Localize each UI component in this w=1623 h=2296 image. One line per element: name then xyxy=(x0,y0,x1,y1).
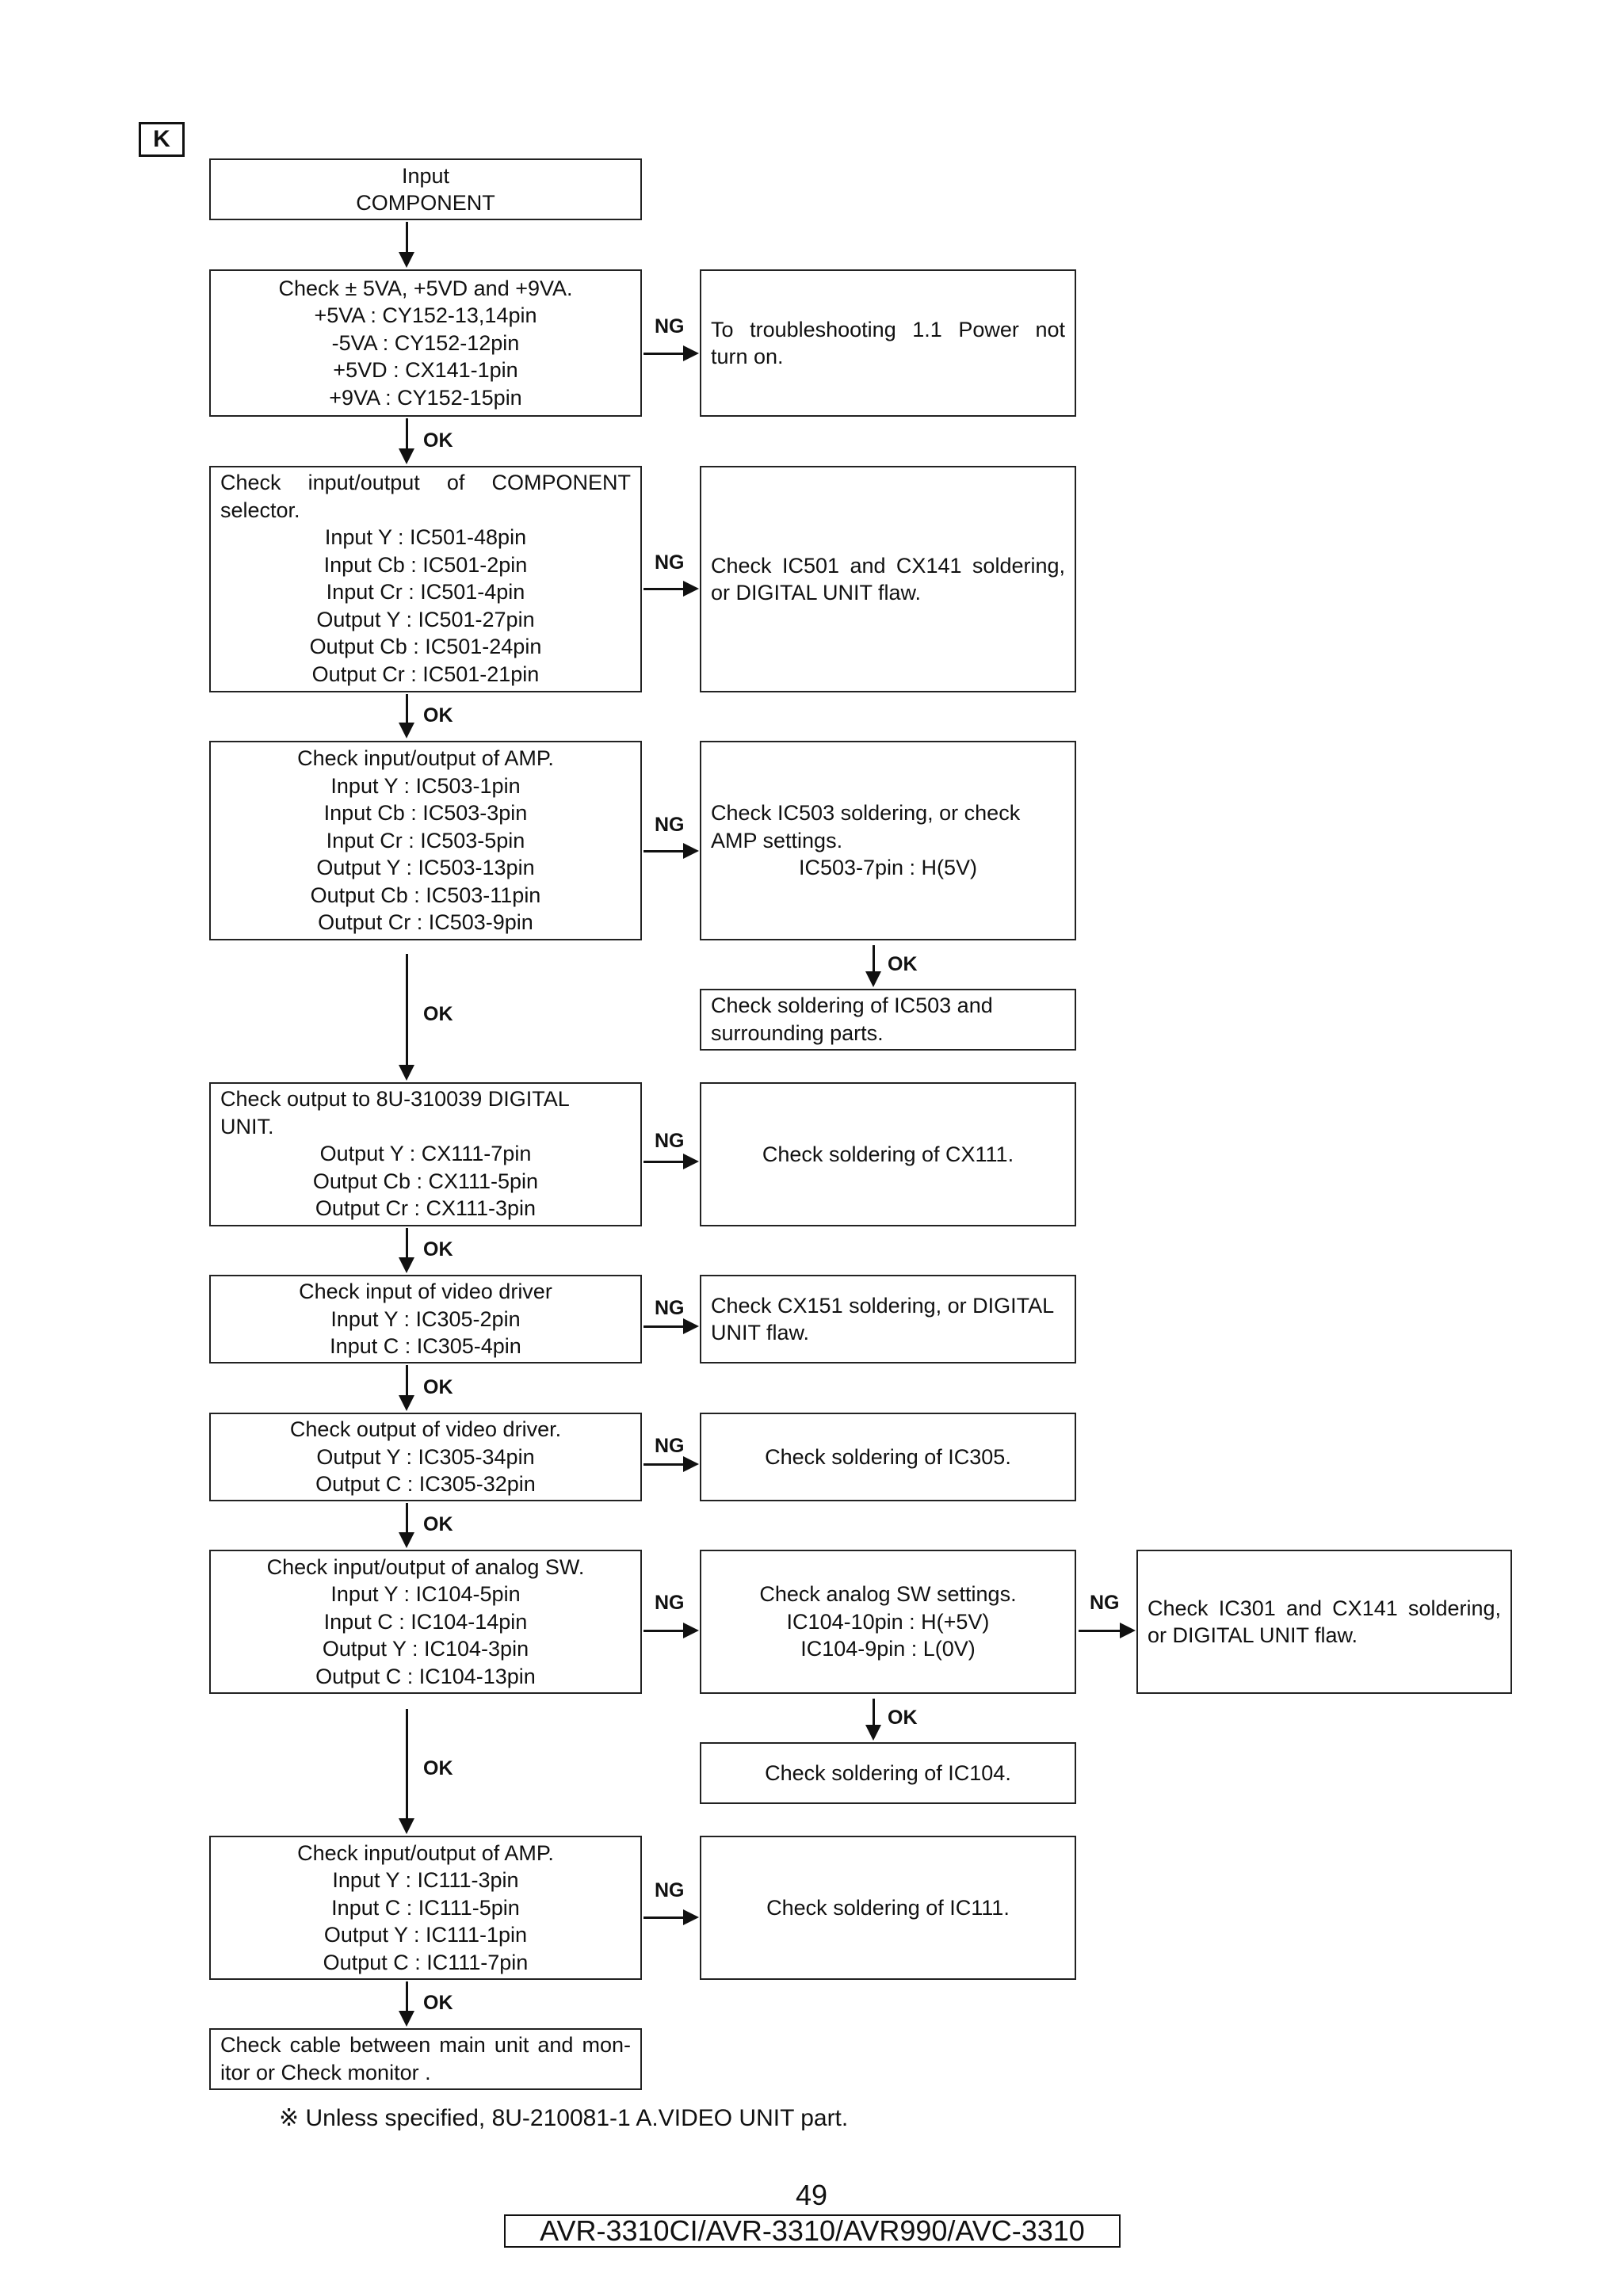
ng-arrow-amp2 xyxy=(643,1917,685,1919)
amp2-ng-box: Check soldering of IC111. xyxy=(700,1836,1076,1980)
ok-arrow-analog-sw-ng xyxy=(873,1699,875,1726)
ng-label: NG xyxy=(655,1297,685,1319)
ok-label: OK xyxy=(423,1513,453,1535)
selector-ng-box: Check IC501 and CX141 soldering,or DIGIT… xyxy=(700,466,1076,692)
ok-label: OK xyxy=(423,1992,453,2014)
analog-sw-ok-box: Check soldering of IC104. xyxy=(700,1742,1076,1804)
arrow-head-icon xyxy=(399,1257,414,1273)
ng-label: NG xyxy=(655,1435,685,1457)
arrow-head-icon xyxy=(399,2011,414,2027)
ng-arrow-power xyxy=(643,353,685,355)
ng-label: NG xyxy=(1090,1592,1120,1614)
ng-arrow-driver-input xyxy=(643,1325,685,1328)
arrow-head-icon xyxy=(683,1623,699,1638)
ng-label: NG xyxy=(655,551,685,574)
final-check-box: Check cable between main unit and mon-it… xyxy=(209,2028,642,2090)
arrow-head-icon xyxy=(865,971,881,987)
ok-label: OK xyxy=(423,704,453,727)
ok-arrow-power xyxy=(406,418,408,450)
ng-label: NG xyxy=(655,814,685,836)
arrow-head-icon xyxy=(399,448,414,464)
model-name: AVR-3310CI/AVR-3310/AVR990/AVC-3310 xyxy=(504,2214,1121,2248)
page-number: 49 xyxy=(795,2179,828,2211)
arrow-head-icon xyxy=(1120,1623,1136,1638)
ng-label: NG xyxy=(655,315,685,338)
analog-sw-ng2-box: Check IC301 and CX141 soldering,or DIGIT… xyxy=(1136,1550,1512,1694)
arrow-head-icon xyxy=(683,581,699,597)
arrow-head-icon xyxy=(683,843,699,859)
ok-arrow-amp2 xyxy=(406,1981,408,2012)
analog-sw-check-box: Check input/output of analog SW.Input Y … xyxy=(209,1550,642,1694)
power-check-box: Check ± 5VA, +5VD and +9VA.+5VA : CY152-… xyxy=(209,269,642,417)
arrow-head-icon xyxy=(683,1154,699,1169)
driver-output-ng-box: Check soldering of IC305. xyxy=(700,1413,1076,1501)
amp2-check-box: Check input/output of AMP.Input Y : IC11… xyxy=(209,1836,642,1980)
ok-arrow-selector xyxy=(406,694,408,724)
driver-output-box: Check output of video driver.Output Y : … xyxy=(209,1413,642,1501)
ok-arrow-amp1 xyxy=(406,954,408,1066)
arrow-head-icon xyxy=(399,252,414,268)
arrow-head-icon xyxy=(399,1065,414,1081)
arrow-head-icon xyxy=(399,1532,414,1548)
ok-arrow-driver-input xyxy=(406,1365,408,1397)
digital-ng-box: Check soldering of CX111. xyxy=(700,1082,1076,1226)
ng-label: NG xyxy=(655,1592,685,1614)
arrow-head-icon xyxy=(865,1725,881,1741)
ng-arrow-selector xyxy=(643,588,685,590)
ok-arrow-digital xyxy=(406,1228,408,1259)
arrow-head-icon xyxy=(683,345,699,361)
ok-arrow-driver-output xyxy=(406,1503,408,1534)
arrow-head-icon xyxy=(399,1818,414,1834)
arrow-head-icon xyxy=(683,1456,699,1472)
ok-label: OK xyxy=(423,1376,453,1398)
ok-arrow-analog-sw xyxy=(406,1709,408,1820)
arrow-input-to-power xyxy=(406,222,408,254)
ok-label: OK xyxy=(888,1707,918,1729)
arrow-head-icon xyxy=(399,723,414,738)
ok-label: OK xyxy=(423,1757,453,1779)
ng-arrow-digital xyxy=(643,1161,685,1163)
ng-arrow-driver-output xyxy=(643,1463,685,1466)
section-label: K xyxy=(139,122,185,157)
analog-sw-ng-box: Check analog SW settings.IC104-10pin : H… xyxy=(700,1550,1076,1694)
ng-arrow-amp1 xyxy=(643,850,685,852)
ok-label: OK xyxy=(423,1003,453,1025)
ok-label: OK xyxy=(888,953,918,975)
arrow-head-icon xyxy=(683,1318,699,1334)
footnote: ※ Unless specified, 8U-210081-1 A.VIDEO … xyxy=(279,2105,849,2131)
ok-label: OK xyxy=(423,1238,453,1261)
ng-label: NG xyxy=(655,1879,685,1901)
ng-arrow-analog-sw-2 xyxy=(1079,1630,1121,1632)
ng-arrow-analog-sw xyxy=(643,1630,685,1632)
ok-arrow-amp1-ng xyxy=(873,945,875,973)
arrow-head-icon xyxy=(399,1395,414,1411)
ok-label: OK xyxy=(423,429,453,452)
arrow-head-icon xyxy=(683,1909,699,1925)
ng-label: NG xyxy=(655,1130,685,1152)
amp1-check-box: Check input/output of AMP.Input Y : IC50… xyxy=(209,741,642,940)
